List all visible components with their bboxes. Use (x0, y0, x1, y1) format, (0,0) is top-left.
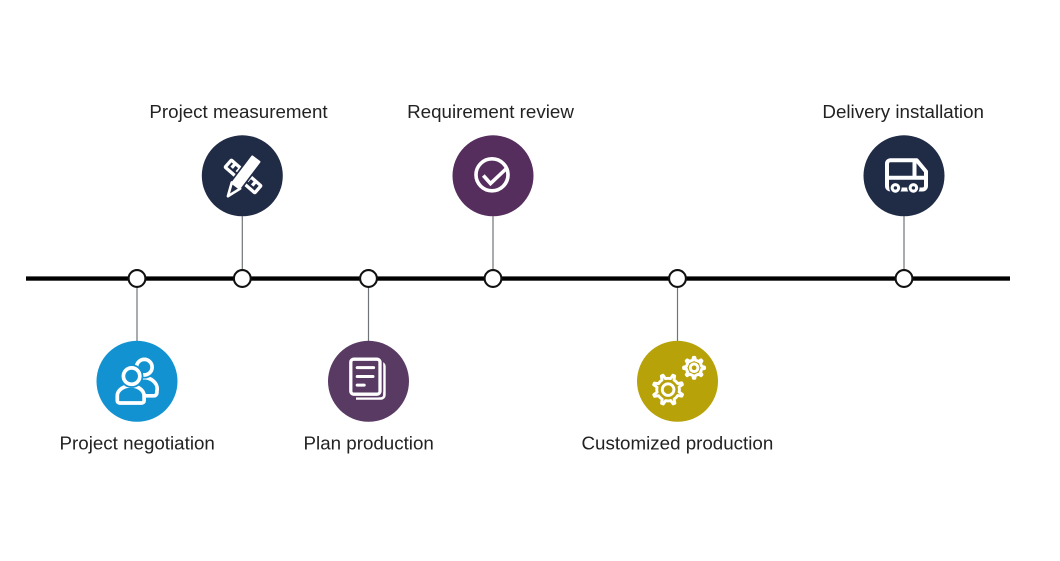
svg-text:Customized production: Customized production (582, 432, 774, 453)
svg-text:Project negotiation: Project negotiation (60, 432, 215, 453)
svg-text:Delivery installation: Delivery installation (822, 101, 984, 122)
svg-text:Requirement review: Requirement review (407, 101, 574, 122)
svg-text:Plan production: Plan production (304, 432, 434, 453)
svg-text:Project measurement: Project measurement (149, 101, 328, 122)
